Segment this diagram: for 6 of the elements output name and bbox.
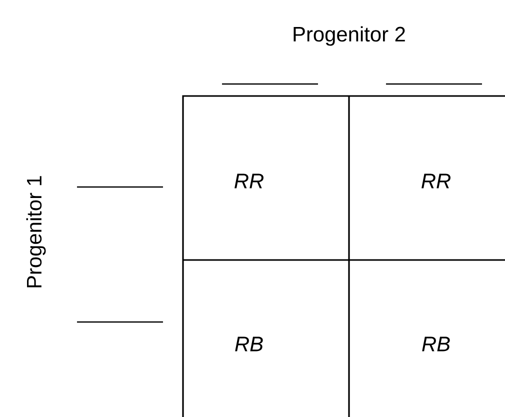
genotype-label: RR <box>422 174 450 188</box>
genotype-label: RB <box>235 336 263 352</box>
axis-heading: Progenitor 1 <box>26 176 46 288</box>
genotype-label: RB <box>422 336 450 352</box>
genotype-label: RR <box>234 174 264 188</box>
axis-heading: Progenitor 2 <box>294 26 405 46</box>
